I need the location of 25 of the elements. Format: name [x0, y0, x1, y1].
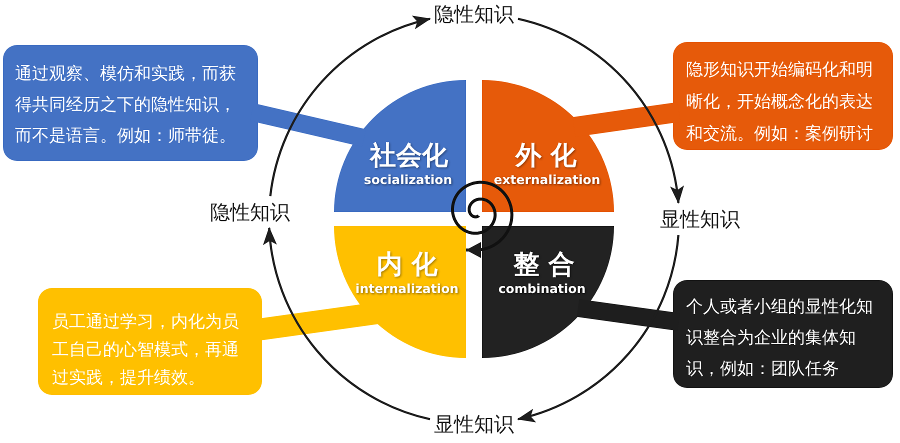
arrow: [466, 242, 481, 258]
description-text: 通过观察、模仿和实践，而获得共同经历之下的隐性知识，而不是语言。例如：师带徒。: [15, 63, 237, 148]
speech-bubble: [673, 42, 893, 150]
knowledge-label: 隐性知识: [210, 200, 290, 224]
stage-subtitle: internalization: [355, 281, 459, 297]
speech-bubble: [3, 45, 258, 161]
cycle-arrow: [517, 234, 680, 422]
stage-subtitle: combination: [498, 281, 586, 297]
knowledge-label: 显性知识: [434, 412, 514, 436]
description-text: 个人或者小组的显性化知识整合为企业的集体知识，例如：团队任务: [686, 296, 874, 381]
stage-title: 社会化: [370, 141, 448, 171]
description-text: 隐形知识开始编码化和明晰化，开始概念化的表达和交流。例如：案例研讨: [686, 59, 874, 146]
cycle-arrow: [518, 18, 683, 204]
cycle-arrow: [269, 16, 431, 196]
knowledge-label: 隐性知识: [434, 2, 514, 26]
speech-bubble: [673, 280, 893, 388]
stage-title: 整 合: [513, 250, 575, 280]
stage-title: 内 化: [376, 250, 438, 280]
speech-bubble: [38, 288, 262, 395]
cycle-arrow: [264, 226, 430, 420]
stage-subtitle: socialization: [364, 172, 452, 188]
knowledge-label: 显性知识: [660, 207, 740, 231]
stage-title: 外 化: [515, 141, 577, 171]
description-text: 员工通过学习，内化为员工自己的心智模式，再通过实践，提升绩效。: [52, 311, 240, 390]
stage-subtitle: externalization: [494, 172, 600, 188]
